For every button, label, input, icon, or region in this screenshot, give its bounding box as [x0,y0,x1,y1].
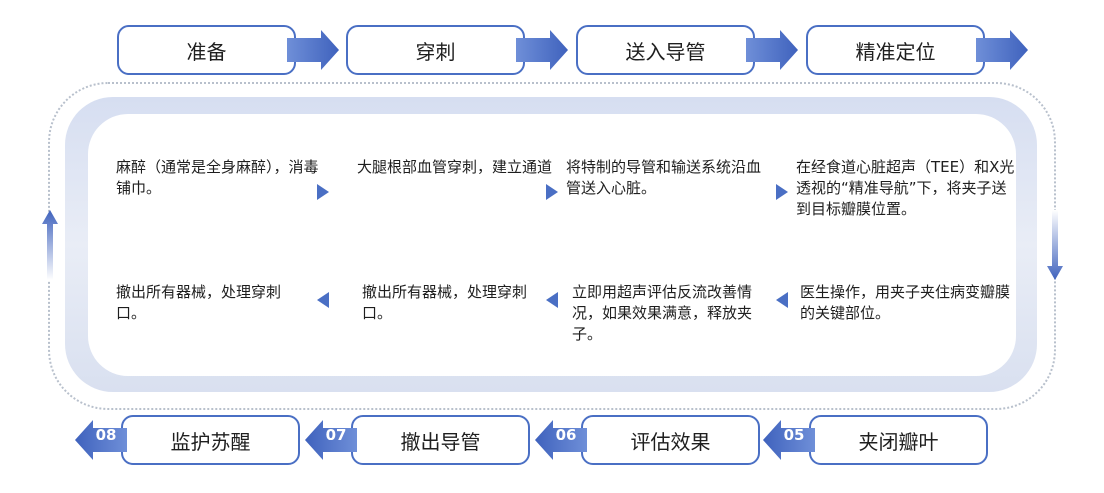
step-label: 评估效果 [581,415,760,465]
description-step-03: 将特制的导管和输送系统沿血管送入心脏。 [566,158,762,197]
step-01: 准备 01 [117,25,342,75]
arrow-down-icon [1045,210,1065,280]
step-number: 08 [95,426,117,444]
triangle-left-icon [317,292,329,308]
triangle-right-icon [546,184,558,200]
step-number: 04 [814,36,836,54]
step-arrow-left-icon [535,420,587,460]
description-step-08: 撤出所有器械，处理穿刺口。 [116,283,282,322]
step-05: 夹闭瓣叶 05 [763,415,988,465]
triangle-left-icon [776,292,788,308]
step-arrow-left-icon [75,420,127,460]
description-step-06: 立即用超声评估反流改善情况，如果效果满意，释放夹子。 [572,283,753,343]
step-number: 05 [783,426,805,444]
step-label: 监护苏醒 [121,415,300,465]
step-number: 01 [125,36,147,54]
step-07: 撤出导管 07 [305,415,530,465]
step-label: 准备 [117,25,296,75]
step-06: 评估效果 06 [535,415,760,465]
description-card [88,114,1016,376]
triangle-right-icon [317,184,329,200]
description-step-07: 撤出所有器械，处理穿刺口。 [362,283,528,322]
step-label: 穿刺 [346,25,525,75]
triangle-right-icon [776,184,788,200]
step-label: 送入导管 [576,25,755,75]
step-08: 监护苏醒 08 [75,415,300,465]
step-arrow-right-icon [516,30,568,70]
description-step-04: 在经食道心脏超声（TEE）和X光透视的“精准导航”下，将夹子送到目标瓣膜位置。 [796,158,1015,218]
description-step-05: 医生操作，用夹子夹住病变瓣膜的关键部位。 [800,283,1011,322]
step-label: 精准定位 [806,25,985,75]
arrow-up-icon [40,210,60,280]
step-arrow-left-icon [763,420,815,460]
step-arrow-right-icon [746,30,798,70]
description-step-02: 大腿根部血管穿刺，建立通道 [357,158,553,176]
step-arrow-left-icon [305,420,357,460]
step-label: 夹闭瓣叶 [809,415,988,465]
step-number: 07 [325,426,347,444]
step-number: 06 [555,426,577,444]
step-label: 撤出导管 [351,415,530,465]
step-number: 02 [354,36,376,54]
step-arrow-right-icon [976,30,1028,70]
triangle-left-icon [546,292,558,308]
step-arrow-right-icon [287,30,339,70]
step-03: 送入导管 03 [576,25,801,75]
step-02: 穿刺 02 [346,25,571,75]
step-number: 03 [584,36,606,54]
step-04: 精准定位 04 [806,25,1031,75]
description-step-01: 麻醉（通常是全身麻醉），消毒铺巾。 [116,158,319,197]
